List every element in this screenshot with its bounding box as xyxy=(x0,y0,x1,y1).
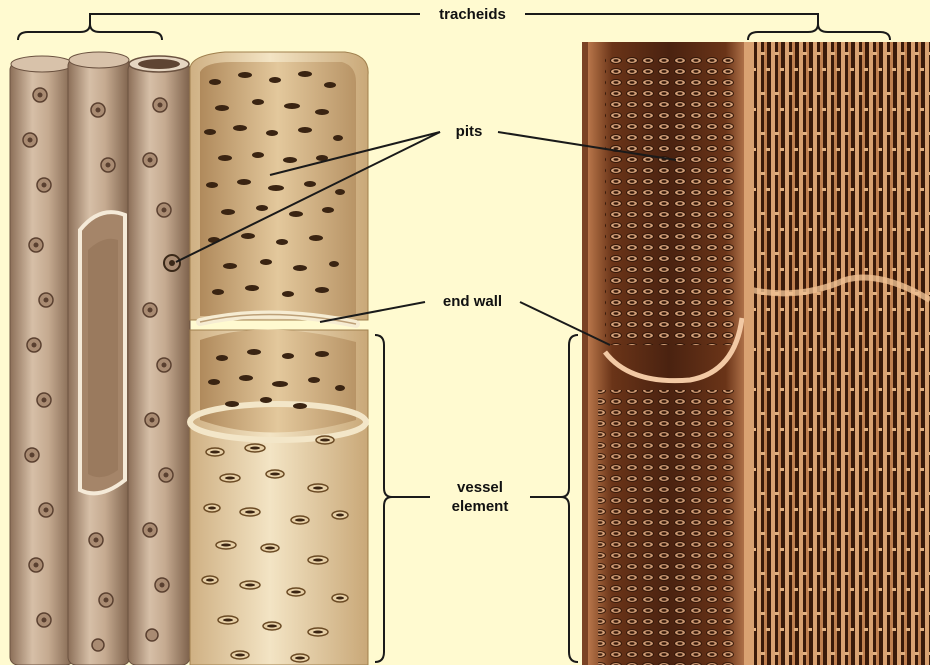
tracheids-bracket-left xyxy=(18,24,162,40)
tracheid-tube-3-lumen xyxy=(138,59,180,69)
tracheids-line-left xyxy=(90,14,420,24)
vessel-bracket-left xyxy=(375,335,392,662)
tracheid-tube-2-top xyxy=(69,52,129,68)
vessel-lower-inner xyxy=(200,329,356,432)
tracheid-pit-highlighted-center xyxy=(169,260,175,266)
micrograph xyxy=(582,42,930,665)
vessel-illustration xyxy=(190,52,368,665)
micrograph-vessel-pits-upper xyxy=(605,55,735,345)
micrograph-fibers xyxy=(752,42,930,665)
tracheids-bracket-right xyxy=(748,24,890,40)
micrograph-divider xyxy=(744,42,754,665)
label-end-wall: end wall xyxy=(425,292,520,311)
vessel-bracket-right xyxy=(561,335,578,662)
micrograph-vessel-pits-lower xyxy=(598,390,738,665)
tracheid-illustration xyxy=(10,52,190,665)
label-vessel-line2: element xyxy=(430,497,530,516)
label-pits: pits xyxy=(440,122,498,141)
label-vessel-line1: vessel xyxy=(430,478,530,497)
tracheid-tube-1 xyxy=(10,62,74,665)
tracheid-tube-1-top xyxy=(11,56,73,72)
label-tracheids: tracheids xyxy=(420,5,525,24)
tracheids-line-right xyxy=(525,14,818,24)
label-vessel-element: vessel element xyxy=(430,478,530,516)
tracheid-cutaway-inner xyxy=(88,239,118,477)
